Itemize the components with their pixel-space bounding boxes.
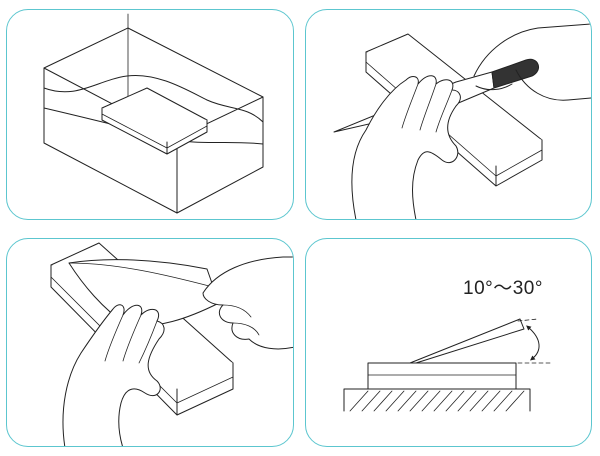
left-hand <box>352 76 460 219</box>
left-hand-fingers <box>402 84 452 132</box>
knife-blade <box>410 319 524 363</box>
knife-blade <box>69 260 219 326</box>
stone-layer <box>102 114 207 148</box>
blade-spine <box>69 263 213 287</box>
soaking-illustration <box>7 10 294 220</box>
right-hand-fingers <box>223 305 259 335</box>
pressing-illustration <box>7 239 293 446</box>
whetstone <box>368 363 516 389</box>
right-hand <box>203 257 293 349</box>
step-4-panel: 10°～30° <box>305 238 592 447</box>
stroking-illustration <box>306 10 592 219</box>
angle-label: 10°～30° <box>463 278 543 299</box>
base-hatching <box>350 391 524 411</box>
water-surface <box>44 75 263 122</box>
angle-diagram <box>306 239 592 447</box>
knife-handle <box>492 59 539 88</box>
left-hand <box>63 305 164 446</box>
step-1-panel <box>6 9 294 220</box>
left-hand-fingers <box>105 315 157 363</box>
step-2-panel <box>305 9 592 220</box>
step-3-panel <box>6 238 294 447</box>
angle-arrow <box>526 325 539 361</box>
right-hand <box>474 24 591 100</box>
angle-reference-top <box>518 319 538 321</box>
whetstone-layer <box>51 277 233 403</box>
